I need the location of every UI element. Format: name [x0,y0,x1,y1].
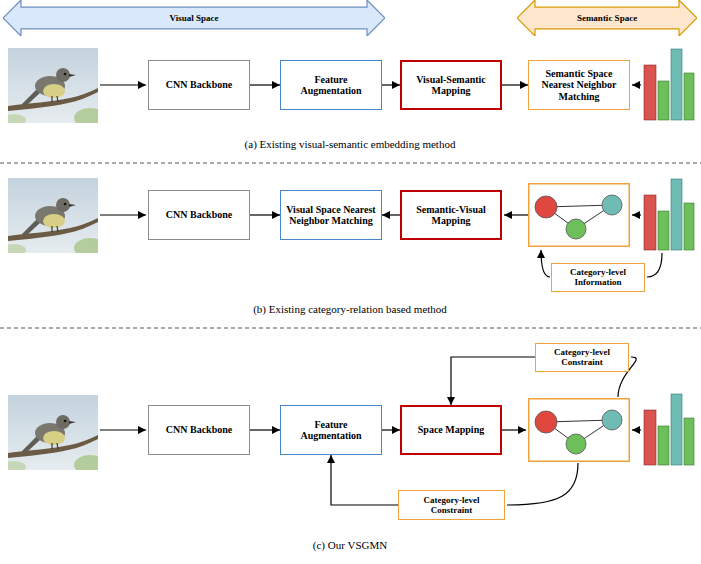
node-label: Category-level Constraint [403,495,500,516]
flow-arrow [382,214,400,215]
node-label: CNN Backbone [166,209,232,221]
bird-photo [2,48,106,128]
flow-arrow [502,84,528,85]
bird-photo [2,395,106,475]
process-box: Feature Augmentation [280,60,382,110]
node-label: Visual Space Nearest Neighbor Matching [285,204,377,227]
process-box: Visual Space Nearest Neighbor Matching [280,190,382,240]
category-graph [529,399,630,462]
process-box: Semantic-Visual Mapping [400,190,502,240]
process-box: Space Mapping [400,405,502,455]
category-graph [529,184,630,247]
process-box: Semantic Space Nearest Neighbor Matching [528,60,630,110]
node-label: Semantic Space [577,13,637,23]
flow-arrow [382,429,400,430]
process-box: CNN Backbone [148,405,250,455]
constraint-box: Category-level Constraint [398,490,505,520]
panel-caption: (a) Existing visual-semantic embedding m… [245,138,456,150]
flow-arrow [250,214,280,215]
node-label: Category-level Constraint [540,347,624,368]
process-box: CNN Backbone [148,60,250,110]
node-label: Space Mapping [418,424,484,436]
panel-caption: (c) Our VSGMN [313,539,387,551]
node-label: Visual Space [170,13,219,23]
separator-line [0,328,701,329]
node-label: CNN Backbone [166,424,232,436]
node-label: Category-level Information [556,267,640,288]
bird-photo [2,178,106,258]
semantic-vector-bars [644,394,694,465]
flow-arrow [331,455,398,505]
leader-arrows [100,85,662,505]
flow-arrow [451,357,535,405]
constraint-box: Category-level Constraint [535,343,629,372]
space-band: Visual Space [3,0,385,36]
node-label: Visual-Semantic Mapping [406,74,496,97]
flow-arrow [250,429,280,430]
process-box: Feature Augmentation [280,405,382,455]
node-label: Feature Augmentation [285,74,377,97]
node-label: Semantic Space Nearest Neighbor Matching [533,68,625,103]
info-box: Category-level Information [551,263,645,292]
semantic-vector-bars [644,49,694,120]
flow-arrow [382,84,400,85]
process-box: Visual-Semantic Mapping [400,60,502,110]
node-label: CNN Backbone [166,79,232,91]
process-box: CNN Backbone [148,190,250,240]
space-band: Semantic Space [517,0,697,36]
semantic-vector-bars [644,179,694,250]
node-label: Semantic-Visual Mapping [406,204,496,227]
panel-caption: (b) Existing category-relation based met… [253,303,447,315]
double-arrow-outline [517,0,697,36]
node-label: Feature Augmentation [285,419,377,442]
separator-line [0,163,701,164]
flow-arrow [250,84,280,85]
double-arrow-outline [3,0,385,36]
